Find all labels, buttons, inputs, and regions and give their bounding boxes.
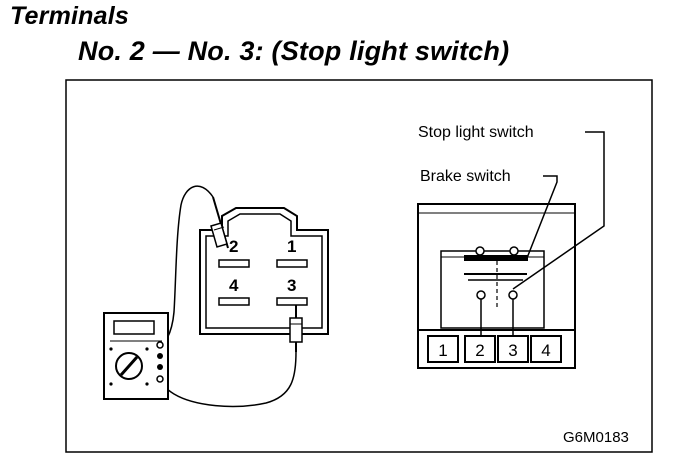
multimeter-jack-2 xyxy=(157,353,163,359)
terminal-block-cell-1 xyxy=(427,335,459,363)
probe-lead-terminal-3 xyxy=(151,351,297,408)
title-terminals: Terminals xyxy=(10,2,129,30)
terminal-block-label-3: 3 xyxy=(508,341,517,360)
figure-code: G6M0183 xyxy=(563,429,629,446)
terminal-slot-3 xyxy=(276,297,308,306)
terminal-block-label-4: 4 xyxy=(541,341,550,360)
stop-light-switch-contact-left xyxy=(475,246,485,256)
terminal-block-label-2: 2 xyxy=(475,341,484,360)
multimeter-jack-4 xyxy=(156,375,164,383)
terminal-block-label-1: 1 xyxy=(438,341,447,360)
terminal-slot-4 xyxy=(218,297,250,306)
connector: 2 1 4 3 xyxy=(199,207,329,335)
title-stop-light-switch: No. 2 — No. 3: (Stop light switch) xyxy=(78,36,510,66)
pin-label-2: 2 xyxy=(229,237,238,256)
terminal-block-cell-3 xyxy=(497,335,529,363)
terminal-slot-1 xyxy=(276,259,308,268)
multimeter-display xyxy=(113,320,155,335)
multimeter-jack-3 xyxy=(157,364,163,370)
terminal-slot-2 xyxy=(218,259,250,268)
brake-switch-leader xyxy=(526,175,558,259)
probe-terminal-3 xyxy=(289,305,303,352)
probe-terminal-2 xyxy=(210,196,229,249)
pin-label-3: 3 xyxy=(287,276,296,295)
multimeter-jack-1 xyxy=(156,341,164,349)
brake-switch-label: Brake switch xyxy=(420,168,511,185)
stop-light-switch-contact-right xyxy=(509,246,519,256)
terminal-block-cell-2 xyxy=(464,335,496,363)
stop-light-switch-leader xyxy=(512,131,605,290)
diagram-frame xyxy=(65,79,653,453)
brake-switch-contact-right xyxy=(508,290,518,300)
switch-mechanism xyxy=(464,246,528,336)
pin-label-1: 1 xyxy=(287,237,296,256)
brake-switch-contact-left xyxy=(476,290,486,300)
terminal-block-cell-4 xyxy=(530,335,562,363)
pin-label-4: 4 xyxy=(229,276,239,295)
terminal-block: 1 2 3 4 xyxy=(427,335,562,363)
multimeter xyxy=(103,312,169,400)
stop-light-switch-plate xyxy=(464,255,528,261)
stop-light-switch-label: Stop light switch xyxy=(418,124,534,141)
